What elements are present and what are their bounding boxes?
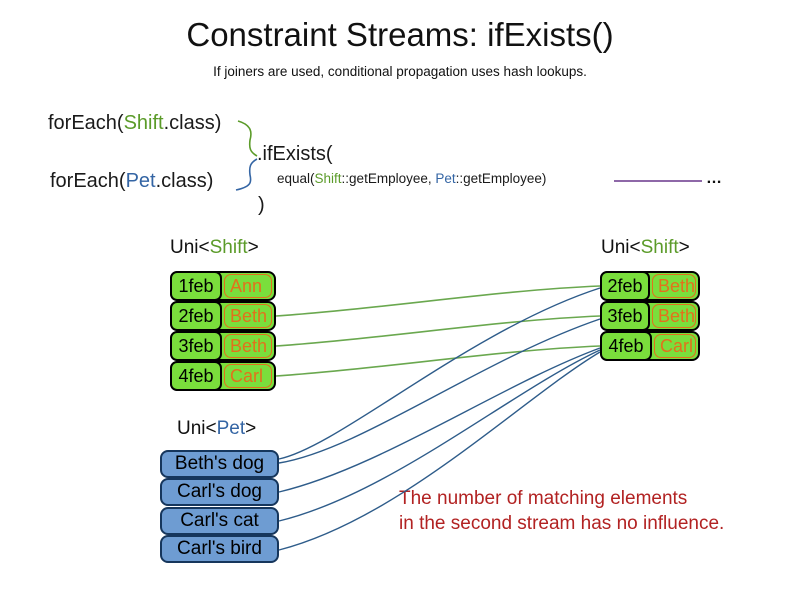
slide-subtitle: If joiners are used, conditional propaga… <box>213 64 587 79</box>
shift-class-token: Shift <box>314 171 342 186</box>
code-ifexists: .ifExists( <box>257 143 333 165</box>
shift-date-cell: 3feb <box>170 331 222 361</box>
code-foreach-pet: forEach(Pet.class) <box>50 170 213 193</box>
shift-date-cell: 4feb <box>170 361 222 391</box>
shift-date-cell: 3feb <box>600 301 650 331</box>
shift-propagation-line-3feb <box>275 315 601 347</box>
shift-employee-cell: Carl <box>224 364 272 388</box>
brace-bottom-blue <box>235 158 258 191</box>
shift-date-cell: 4feb <box>600 331 652 361</box>
label-text: > <box>678 237 690 258</box>
code-foreach-shift: forEach(Shift.class) <box>48 112 221 135</box>
shift-employee-cell: Beth <box>224 334 272 358</box>
label-text: Uni< <box>170 237 210 258</box>
pet-list-label: Uni<Pet> <box>177 418 256 440</box>
label-text: > <box>247 237 259 258</box>
pet-row: Carl's dog <box>160 478 279 506</box>
continuation-ellipsis: … <box>706 170 724 187</box>
shift-employee-cell: Beth <box>224 304 272 328</box>
shift-employee-cell: Beth <box>651 304 696 328</box>
brace-top-green <box>237 120 258 157</box>
match-line-bethsdog-2feb <box>278 287 601 460</box>
note-line: The number of matching elements <box>399 488 688 509</box>
code-equal-joiner: equal(Shift::getEmployee, Pet::getEmploy… <box>277 171 546 186</box>
shift-employee-cell: Carl <box>654 334 696 358</box>
pet-class-token: Pet <box>125 170 156 192</box>
shift-propagation-line-4feb <box>275 345 601 377</box>
shift-type-token: Shift <box>209 237 248 258</box>
code-text: forEach( <box>50 170 126 192</box>
code-close-paren: ) <box>258 194 265 216</box>
code-text: equal( <box>277 171 315 186</box>
pet-row: Beth's dog <box>160 450 279 478</box>
match-line-carlsdog-4feb <box>278 347 601 493</box>
code-text: .class) <box>155 170 214 192</box>
pet-row: Carl's cat <box>160 507 279 535</box>
slide-title: Constraint Streams: ifExists() <box>186 16 614 53</box>
pet-class-token: Pet <box>435 171 456 186</box>
right-shift-table-label: Uni<Shift> <box>601 237 690 259</box>
code-text: forEach( <box>48 112 124 134</box>
shift-employee-cell: Beth <box>651 274 696 298</box>
label-text: Uni< <box>177 418 217 439</box>
pet-row: Carl's bird <box>160 535 279 563</box>
note-text: The number of matching elements in the s… <box>399 486 724 536</box>
left-shift-table-label: Uni<Shift> <box>170 237 259 259</box>
code-text: .class) <box>163 112 222 134</box>
code-text: ::getEmployee, <box>341 171 436 186</box>
match-line-bethsdog-3feb <box>278 318 601 464</box>
shift-type-token: Shift <box>640 237 679 258</box>
shift-date-cell: 2feb <box>170 301 222 331</box>
shift-date-cell: 1feb <box>170 271 222 301</box>
pet-type-token: Pet <box>216 418 246 439</box>
shift-propagation-line-2feb <box>275 285 601 317</box>
shift-class-token: Shift <box>123 112 164 134</box>
shift-date-cell: 2feb <box>600 271 650 301</box>
shift-employee-cell: Ann <box>224 274 272 298</box>
code-text: ::getEmployee) <box>455 171 547 186</box>
label-text: Uni< <box>601 237 641 258</box>
note-line: in the second stream has no influence. <box>399 513 725 534</box>
label-text: > <box>245 418 257 439</box>
match-line-carlsbird-4feb <box>278 351 601 551</box>
match-line-carlscat-4feb <box>278 349 601 522</box>
